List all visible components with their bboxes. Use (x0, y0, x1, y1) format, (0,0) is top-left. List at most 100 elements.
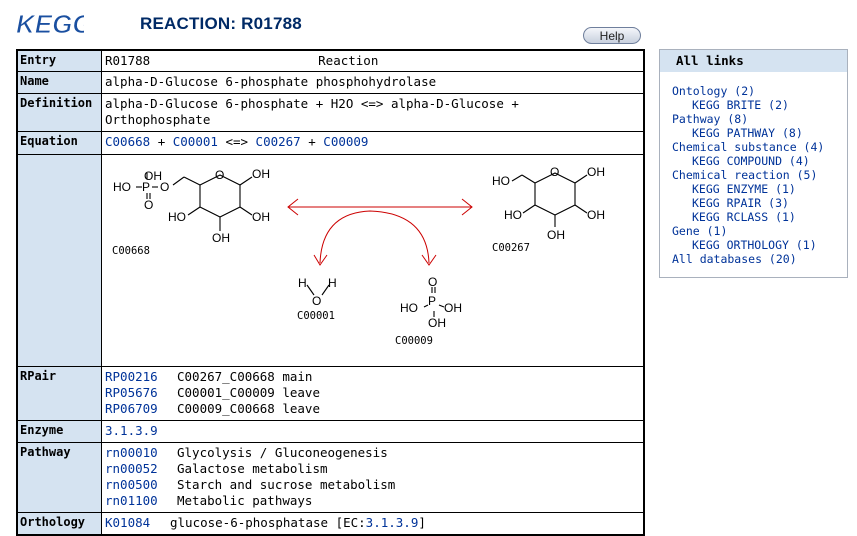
atom-o-phosphate-top: O (428, 275, 437, 289)
compound-label-c00009: C00009 (395, 335, 433, 347)
equation-label: Equation (18, 132, 102, 154)
rpair-label: RPair (18, 367, 102, 420)
compound-label-c00668: C00668 (112, 245, 150, 257)
list-item: rn01100 Metabolic pathways (105, 493, 640, 509)
list-item: RP06709 C00009_C00668 leave (105, 401, 640, 417)
link-gene[interactable]: Gene (1) (672, 224, 728, 238)
atom-h-water-right: H (328, 276, 337, 290)
enzyme-link[interactable]: 3.1.3.9 (105, 423, 158, 438)
link-all-databases[interactable]: All databases (20) (672, 252, 797, 266)
rpair-desc: C00267_C00668 main (177, 369, 313, 384)
orthology-label: Orthology (18, 513, 102, 534)
kegg-logo[interactable]: KEGG (14, 6, 94, 46)
equation-plus-2: + (308, 134, 316, 149)
enzyme-label: Enzyme (18, 421, 102, 442)
name-label: Name (18, 72, 102, 93)
rpair-link[interactable]: RP05676 (105, 385, 158, 400)
atom-oh-c2-right: OH (587, 208, 605, 222)
pathway-link[interactable]: rn00010 (105, 445, 158, 460)
link-kegg-orthology[interactable]: KEGG ORTHOLOGY (1) (692, 238, 817, 252)
equation-compound-c00267-link[interactable]: C00267 (255, 134, 301, 149)
orthology-link[interactable]: K01084 (105, 515, 151, 530)
definition-value: alpha-D-Glucose 6-phosphate + H2O <=> al… (102, 94, 643, 131)
list-item: rn00052 Galactose metabolism (105, 461, 640, 477)
atom-ho-c6-right: HO (492, 174, 510, 188)
page-title: REACTION: R01788 (140, 14, 302, 33)
equation-plus-1: + (157, 134, 166, 149)
atom-o-ring-left: O (215, 168, 224, 182)
orthology-value: K01084 glucose-6-phosphatase [EC:3.1.3.9] (102, 513, 643, 534)
pathway-desc: Metabolic pathways (177, 493, 313, 508)
entry-id: R01788 (105, 53, 151, 68)
definition-label: Definition (18, 94, 102, 131)
link-kegg-compound[interactable]: KEGG COMPOUND (4) (692, 154, 810, 168)
reaction-table: Entry R01788 Reaction Name alpha-D-Gluco… (16, 49, 645, 536)
atom-oh-phosphate-bottom: OH (428, 316, 446, 330)
equation-value: C00668 + C00001 <=> C00267 + C00009 (102, 132, 643, 154)
orthology-ec-link[interactable]: 3.1.3.9 (365, 515, 419, 530)
pathway-label: Pathway (18, 443, 102, 512)
equation-compound-c00668-link[interactable]: C00668 (105, 134, 151, 149)
atom-p-g6p: P (142, 180, 150, 194)
pathway-link[interactable]: rn00052 (105, 461, 158, 476)
link-chemical-substance[interactable]: Chemical substance (4) (672, 140, 825, 154)
rpair-list: RP00216 C00267_C00668 main RP05676 C00001_… (102, 367, 643, 420)
atom-p-phosphate: P (428, 294, 436, 308)
link-ontology[interactable]: Ontology (2) (672, 84, 756, 98)
entry-type: Reaction (318, 53, 379, 68)
orthology-desc: glucose-6-phosphatase [EC: (170, 515, 366, 530)
rpair-link[interactable]: RP06709 (105, 401, 158, 416)
orthology-close: ] (418, 515, 426, 530)
atom-oh-phosphate-right: OH (444, 301, 462, 315)
all-links-title: All links (660, 50, 847, 72)
link-chemical-reaction[interactable]: Chemical reaction (5) (672, 168, 818, 182)
atom-o-phosphoryl: O (144, 198, 153, 212)
help-button[interactable]: Help (583, 27, 641, 44)
pathway-desc: Starch and sucrose metabolism (177, 477, 396, 492)
atom-ho-c4-right: HO (504, 208, 522, 222)
definition-line-2: Orthophosphate (105, 112, 211, 127)
pathway-link[interactable]: rn00500 (105, 477, 158, 492)
list-item: rn00500 Starch and sucrose metabolism (105, 477, 640, 493)
link-kegg-pathway[interactable]: KEGG PATHWAY (8) (692, 126, 803, 140)
atom-ho-p: HO (113, 180, 131, 194)
entry-value: R01788 Reaction (102, 51, 643, 71)
kegg-logo-text: KEGG (16, 9, 84, 39)
entry-label: Entry (18, 51, 102, 71)
all-links-list: Ontology (2) KEGG BRITE (2) Pathway (8) … (660, 72, 847, 266)
kegg-logo-graphic: KEGG (16, 9, 94, 40)
enzyme-row: Enzyme 3.1.3.9 (18, 420, 643, 442)
link-kegg-rclass[interactable]: KEGG RCLASS (1) (692, 210, 796, 224)
rpair-desc: C00001_C00009 leave (177, 385, 320, 400)
atom-oh-anomeric-right: OH (587, 165, 605, 179)
link-pathway[interactable]: Pathway (8) (672, 112, 749, 126)
atom-o-ester: O (160, 180, 169, 194)
orthology-row: Orthology K01084 glucose-6-phosphatase [E… (18, 512, 643, 534)
compound-label-c00267: C00267 (492, 242, 530, 254)
enzyme-value: 3.1.3.9 (102, 421, 643, 442)
atom-oh-c3-right: OH (547, 228, 565, 242)
rpair-link[interactable]: RP00216 (105, 369, 158, 384)
definition-line-1: alpha-D-Glucose 6-phosphate + H2O <=> al… (105, 96, 519, 111)
rpair-desc: C00009_C00668 leave (177, 401, 320, 416)
link-kegg-enzyme[interactable]: KEGG ENZYME (1) (692, 182, 796, 196)
equation-compound-c00001-link[interactable]: C00001 (172, 134, 218, 149)
pathway-desc: Galactose metabolism (177, 461, 328, 476)
all-links-panel: All links Ontology (2) KEGG BRITE (2) Pa… (659, 49, 848, 278)
atom-oh-c2-left: OH (252, 210, 270, 224)
link-kegg-brite[interactable]: KEGG BRITE (2) (692, 98, 789, 112)
list-item: RP00216 C00267_C00668 main (105, 369, 640, 385)
diagram-row: OH HO P O O O OH OH OH HO HO O OH OH OH … (18, 154, 643, 366)
link-kegg-rpair[interactable]: KEGG RPAIR (3) (692, 196, 789, 210)
reaction-diagram[interactable]: OH HO P O O O OH OH OH HO HO O OH OH OH … (102, 155, 643, 366)
atom-h-water-left: H (298, 276, 307, 290)
pathway-link[interactable]: rn01100 (105, 493, 158, 508)
definition-row: Definition alpha-D-Glucose 6-phosphate +… (18, 93, 643, 131)
entry-row: Entry R01788 Reaction (18, 51, 643, 71)
equation-compound-c00009-link[interactable]: C00009 (323, 134, 369, 149)
equation-row: Equation C00668 + C00001 <=> C00267 + C0… (18, 131, 643, 154)
